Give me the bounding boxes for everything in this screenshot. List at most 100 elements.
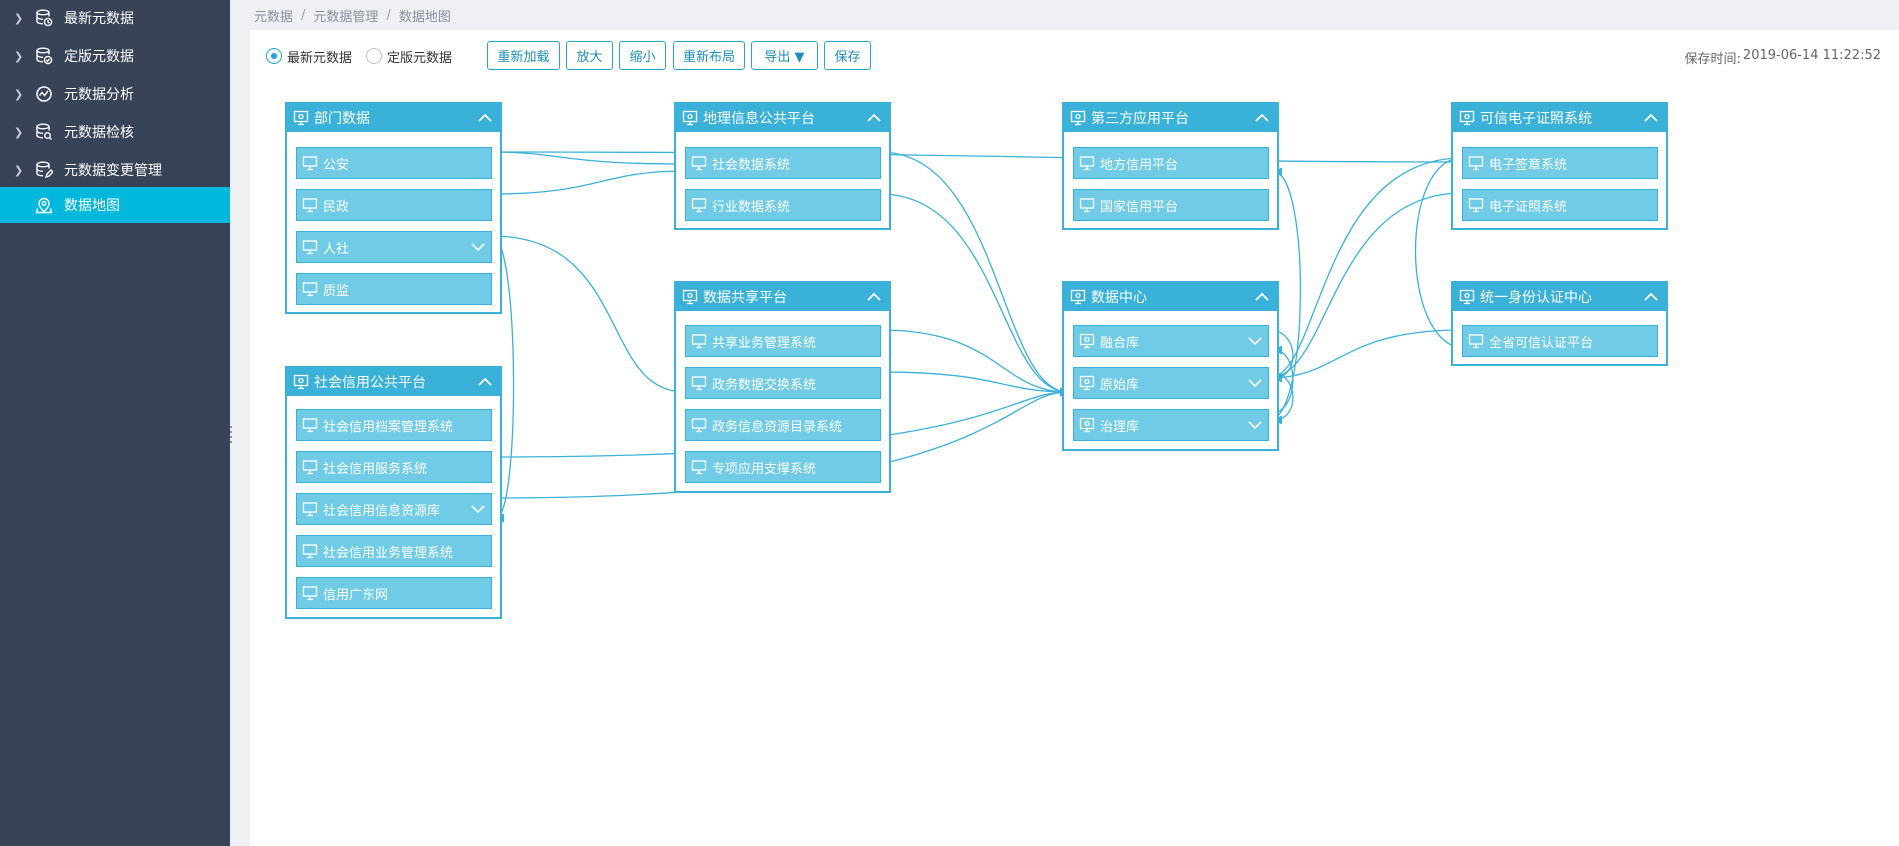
chevron-right-icon: ❯ [14, 11, 24, 25]
node-trusted-e-license-system[interactable]: 可信电子证照系统 电子签章系统 电子证照系统 [1451, 102, 1668, 230]
export-dropdown-button[interactable]: 导出 ▼ [751, 41, 818, 70]
node-item[interactable]: 政务数据交换系统 [685, 367, 881, 399]
node-item[interactable]: 国家信用平台 [1073, 189, 1269, 221]
node-item[interactable]: 社会信用档案管理系统 [296, 409, 492, 441]
analysis-chart-icon [34, 84, 54, 104]
sidebar-item-metadata-check[interactable]: ❯ 元数据检核 [0, 114, 230, 150]
chevron-up-icon[interactable] [1253, 109, 1271, 127]
chevron-right-icon: ❯ [14, 87, 24, 101]
node-item[interactable]: 信用广东网 [296, 577, 492, 609]
node-item[interactable]: 地方信用平台 [1073, 147, 1269, 179]
node-unified-identity-center[interactable]: 统一身份认证中心 全省可信认证平台 [1451, 281, 1668, 366]
chevron-down-icon[interactable] [1247, 375, 1263, 391]
node-item-label: 社会信用业务管理系统 [323, 545, 454, 561]
node-item[interactable]: 政务信息资源目录系统 [685, 409, 881, 441]
server-monitor-icon [1079, 417, 1095, 433]
node-department-data[interactable]: 部门数据 公安 民政 人社 质监 [285, 102, 502, 314]
node-item[interactable]: 质监 [296, 273, 492, 305]
node-social-credit-platform[interactable]: 社会信用公共平台 社会信用档案管理系统 社会信用服务系统 社会信用信息资源库 社… [285, 366, 502, 619]
monitor-icon [691, 333, 707, 349]
node-header[interactable]: 地理信息公共平台 [676, 104, 889, 132]
node-header[interactable]: 第三方应用平台 [1064, 104, 1277, 132]
sidebar-item-final-metadata[interactable]: ❯ 定版元数据 [0, 38, 230, 74]
node-item[interactable]: 社会信用服务系统 [296, 451, 492, 483]
chevron-up-icon[interactable] [1253, 288, 1271, 306]
node-item[interactable]: 行业数据系统 [685, 189, 881, 221]
monitor-icon [302, 543, 318, 559]
node-geo-info-platform[interactable]: 地理信息公共平台 社会数据系统 行业数据系统 [674, 102, 891, 230]
node-item[interactable]: 专项应用支撑系统 [685, 451, 881, 483]
monitor-icon [691, 375, 707, 391]
server-monitor-icon [293, 374, 309, 390]
node-data-center[interactable]: 数据中心 融合库 原始库 治理库 [1062, 281, 1279, 451]
sidebar-item-latest-metadata[interactable]: ❯ 最新元数据 [0, 0, 230, 36]
node-item-label: 治理库 [1100, 419, 1140, 435]
node-item-label: 政务数据交换系统 [712, 377, 817, 393]
chevron-down-icon[interactable] [470, 239, 486, 255]
node-title: 社会信用公共平台 [314, 375, 426, 391]
node-header[interactable]: 数据中心 [1064, 283, 1277, 311]
node-item[interactable]: 社会数据系统 [685, 147, 881, 179]
breadcrumb-item[interactable]: 元数据管理 [313, 9, 379, 25]
chevron-up-icon[interactable] [1642, 288, 1660, 306]
node-header[interactable]: 数据共享平台 [676, 283, 889, 311]
chevron-up-icon[interactable] [865, 288, 883, 306]
reload-button[interactable]: 重新加载 [487, 41, 560, 70]
node-item[interactable]: 电子签章系统 [1462, 147, 1658, 179]
map-pin-icon [34, 195, 54, 215]
sidebar-item-label: 数据地图 [64, 198, 120, 214]
node-header[interactable]: 可信电子证照系统 [1453, 104, 1666, 132]
node-item-label: 社会信用档案管理系统 [323, 419, 454, 435]
chevron-down-icon[interactable] [1247, 333, 1263, 349]
node-item-label: 行业数据系统 [712, 199, 791, 215]
chevron-up-icon[interactable] [1642, 109, 1660, 127]
node-item[interactable]: 全省可信认证平台 [1462, 325, 1658, 357]
sidebar-item-metadata-analysis[interactable]: ❯ 元数据分析 [0, 76, 230, 112]
breadcrumb-item[interactable]: 元数据 [254, 9, 294, 25]
zoom-in-button[interactable]: 放大 [566, 41, 613, 70]
node-item[interactable]: 电子证照系统 [1462, 189, 1658, 221]
node-item[interactable]: 公安 [296, 147, 492, 179]
node-item[interactable]: 人社 [296, 231, 492, 263]
radio-latest-metadata[interactable]: 最新元数据 [266, 47, 352, 66]
node-item[interactable]: 民政 [296, 189, 492, 221]
node-data-sharing-platform[interactable]: 数据共享平台 共享业务管理系统 政务数据交换系统 政务信息资源目录系统 专项应用… [674, 281, 891, 493]
node-item-label: 原始库 [1100, 377, 1140, 393]
node-header[interactable]: 统一身份认证中心 [1453, 283, 1666, 311]
chevron-down-icon[interactable] [1247, 417, 1263, 433]
sidebar-resize-handle[interactable] [230, 426, 233, 448]
node-item[interactable]: 社会信用业务管理系统 [296, 535, 492, 567]
node-header[interactable]: 社会信用公共平台 [287, 368, 500, 396]
node-item-label: 公安 [323, 157, 350, 173]
radio-dot [366, 48, 382, 64]
monitor-icon [302, 281, 318, 297]
node-item[interactable]: 治理库 [1073, 409, 1269, 441]
sidebar-item-label: 最新元数据 [64, 11, 134, 27]
node-title: 地理信息公共平台 [703, 111, 815, 127]
monitor-icon [691, 417, 707, 433]
node-title: 统一身份认证中心 [1480, 290, 1592, 306]
node-item-label: 地方信用平台 [1100, 157, 1179, 173]
node-item[interactable]: 社会信用信息资源库 [296, 493, 492, 525]
node-third-party-platform[interactable]: 第三方应用平台 地方信用平台 国家信用平台 [1062, 102, 1279, 230]
sidebar-item-metadata-change[interactable]: ❯ 元数据变更管理 [0, 152, 230, 188]
node-header[interactable]: 部门数据 [287, 104, 500, 132]
relayout-button[interactable]: 重新布局 [673, 41, 745, 70]
chevron-up-icon[interactable] [476, 373, 494, 391]
breadcrumb-separator: / [301, 7, 306, 23]
chevron-up-icon[interactable] [865, 109, 883, 127]
save-button[interactable]: 保存 [824, 41, 871, 70]
radio-final-metadata[interactable]: 定版元数据 [366, 47, 452, 66]
chevron-right-icon: ❯ [14, 163, 24, 177]
node-item[interactable]: 融合库 [1073, 325, 1269, 357]
node-title: 第三方应用平台 [1091, 111, 1189, 127]
sidebar-item-data-map[interactable]: ❯ 数据地图 [0, 187, 230, 223]
sidebar-item-label: 元数据分析 [64, 87, 134, 103]
chevron-down-icon[interactable] [470, 501, 486, 517]
node-item[interactable]: 共享业务管理系统 [685, 325, 881, 357]
chevron-up-icon[interactable] [476, 109, 494, 127]
server-monitor-icon [1079, 375, 1095, 391]
zoom-out-button[interactable]: 缩小 [619, 41, 666, 70]
node-item-label: 政务信息资源目录系统 [712, 419, 843, 435]
node-item[interactable]: 原始库 [1073, 367, 1269, 399]
